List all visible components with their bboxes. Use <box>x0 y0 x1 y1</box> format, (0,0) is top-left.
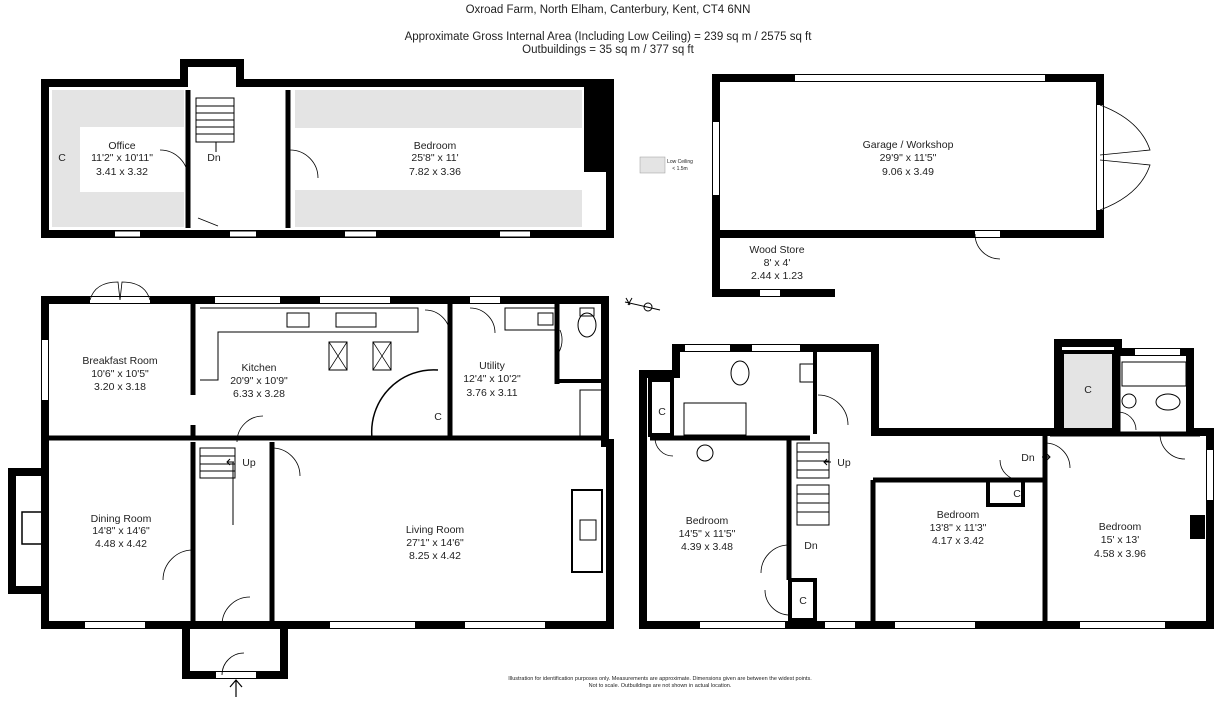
bed2-metric: 4.17 x 3.42 <box>932 535 984 547</box>
room-wood-store: Wood Store 8' x 4' 2.44 x 1.23 <box>749 244 804 282</box>
office-name: Office <box>108 140 135 152</box>
living-imperial: 27'1" x 14'6" <box>406 537 464 549</box>
stair-down-mark: Dn <box>1021 452 1035 464</box>
garage-imperial: 29'9" x 11'5" <box>880 152 937 164</box>
dining-imperial: 14'8" x 14'6" <box>92 525 150 537</box>
stair-down-mark: Dn <box>207 152 221 164</box>
bed2-imperial: 13'8" x 11'3" <box>930 522 987 534</box>
stair-arrows <box>226 453 1051 466</box>
bedroom-top-name: Bedroom <box>414 140 457 152</box>
footer-note: Illustration for identification purposes… <box>380 676 940 690</box>
room-office: Office 11'2" x 10'11" 3.41 x 3.32 <box>91 140 153 178</box>
garage-metric: 9.06 x 3.49 <box>882 166 934 178</box>
bed3-name: Bedroom <box>1099 521 1142 533</box>
bed1-metric: 4.39 x 3.48 <box>681 541 733 553</box>
bed3-imperial: 15' x 13' <box>1101 534 1139 546</box>
room-breakfast: Breakfast Room 10'6" x 10'5" 3.20 x 3.18 <box>82 355 158 393</box>
plan-marks: C Dn C Up C Up Dn C C Dn C <box>58 152 1092 607</box>
room-bedroom-outbuilding: Bedroom 25'8" x 11' 7.82 x 3.36 <box>409 140 461 178</box>
utility-name: Utility <box>479 360 505 372</box>
room-bedroom-1: Bedroom 14'5" x 11'5" 4.39 x 3.48 <box>679 515 736 553</box>
room-garage: Garage / Workshop 29'9" x 11'5" 9.06 x 3… <box>863 139 954 178</box>
kitchen-imperial: 20'9" x 10'9" <box>230 375 288 387</box>
bedroom-top-metric: 7.82 x 3.36 <box>409 166 461 178</box>
low-ceiling-areas <box>52 90 582 227</box>
ground-floor <box>8 281 614 697</box>
cupboard-mark: C <box>1084 384 1092 396</box>
compass-icon <box>624 297 661 312</box>
breakfast-metric: 3.20 x 3.18 <box>94 381 146 393</box>
kitchen-metric: 6.33 x 3.28 <box>233 388 285 400</box>
first-floor <box>639 339 1214 629</box>
bedroom-top-imperial: 25'8" x 11' <box>411 152 458 164</box>
room-bedroom-2: Bedroom 13'8" x 11'3" 4.17 x 3.42 <box>930 509 987 547</box>
footer-line-2: Not to scale. Outbuildings are not shown… <box>588 683 732 689</box>
utility-imperial: 12'4" x 10'2" <box>463 373 521 385</box>
bed3-metric: 4.58 x 3.96 <box>1094 548 1146 560</box>
stair-down-mark: Dn <box>804 540 818 552</box>
outbuilding-garage <box>712 74 1151 297</box>
breakfast-name: Breakfast Room <box>82 355 158 367</box>
stair-up-mark: Up <box>242 457 256 469</box>
dining-name: Dining Room <box>91 513 152 525</box>
bed1-name: Bedroom <box>686 515 729 527</box>
cupboard-mark: C <box>799 595 807 607</box>
cupboard-mark: C <box>434 411 442 423</box>
wood-store-metric: 2.44 x 1.23 <box>751 270 803 282</box>
cupboard-mark: C <box>1013 488 1021 500</box>
low-ceiling-swatch <box>639 156 666 174</box>
room-utility: Utility 12'4" x 10'2" 3.76 x 3.11 <box>463 360 521 399</box>
stair-up-mark: Up <box>837 457 851 469</box>
kitchen-name: Kitchen <box>241 362 276 374</box>
room-kitchen: Kitchen 20'9" x 10'9" 6.33 x 3.28 <box>230 362 288 400</box>
dining-metric: 4.48 x 4.42 <box>95 538 147 550</box>
cupboard-mark: C <box>658 406 666 418</box>
breakfast-imperial: 10'6" x 10'5" <box>91 368 149 380</box>
legend-low-ceiling-height: < 1.5m <box>672 166 687 172</box>
room-living: Living Room 27'1" x 14'6" 8.25 x 4.42 <box>406 524 465 562</box>
outbuilding-office-bedroom <box>41 59 614 238</box>
bed1-imperial: 14'5" x 11'5" <box>679 528 736 540</box>
room-bedroom-3: Bedroom 15' x 13' 4.58 x 3.96 <box>1094 521 1146 560</box>
bed2-name: Bedroom <box>937 509 980 521</box>
living-name: Living Room <box>406 524 465 536</box>
outbuildings-area-text: Outbuildings = 35 sq m / 377 sq ft <box>522 44 694 56</box>
living-metric: 8.25 x 4.42 <box>409 550 461 562</box>
wood-store-name: Wood Store <box>749 244 804 256</box>
utility-metric: 3.76 x 3.11 <box>466 387 517 399</box>
office-metric: 3.41 x 3.32 <box>96 166 148 178</box>
wood-store-imperial: 8' x 4' <box>764 257 791 269</box>
gross-area-text: Approximate Gross Internal Area (Includi… <box>404 31 812 43</box>
office-imperial: 11'2" x 10'11" <box>91 152 153 164</box>
legend-low-ceiling: Low Ceiling <box>667 159 693 165</box>
cupboard-mark: C <box>58 152 66 164</box>
garage-name: Garage / Workshop <box>863 139 954 151</box>
footer-line-1: Illustration for identification purposes… <box>508 676 812 682</box>
address-title: Oxroad Farm, North Elham, Canterbury, Ke… <box>465 4 751 16</box>
room-dining: Dining Room 14'8" x 14'6" 4.48 x 4.42 <box>91 513 152 550</box>
